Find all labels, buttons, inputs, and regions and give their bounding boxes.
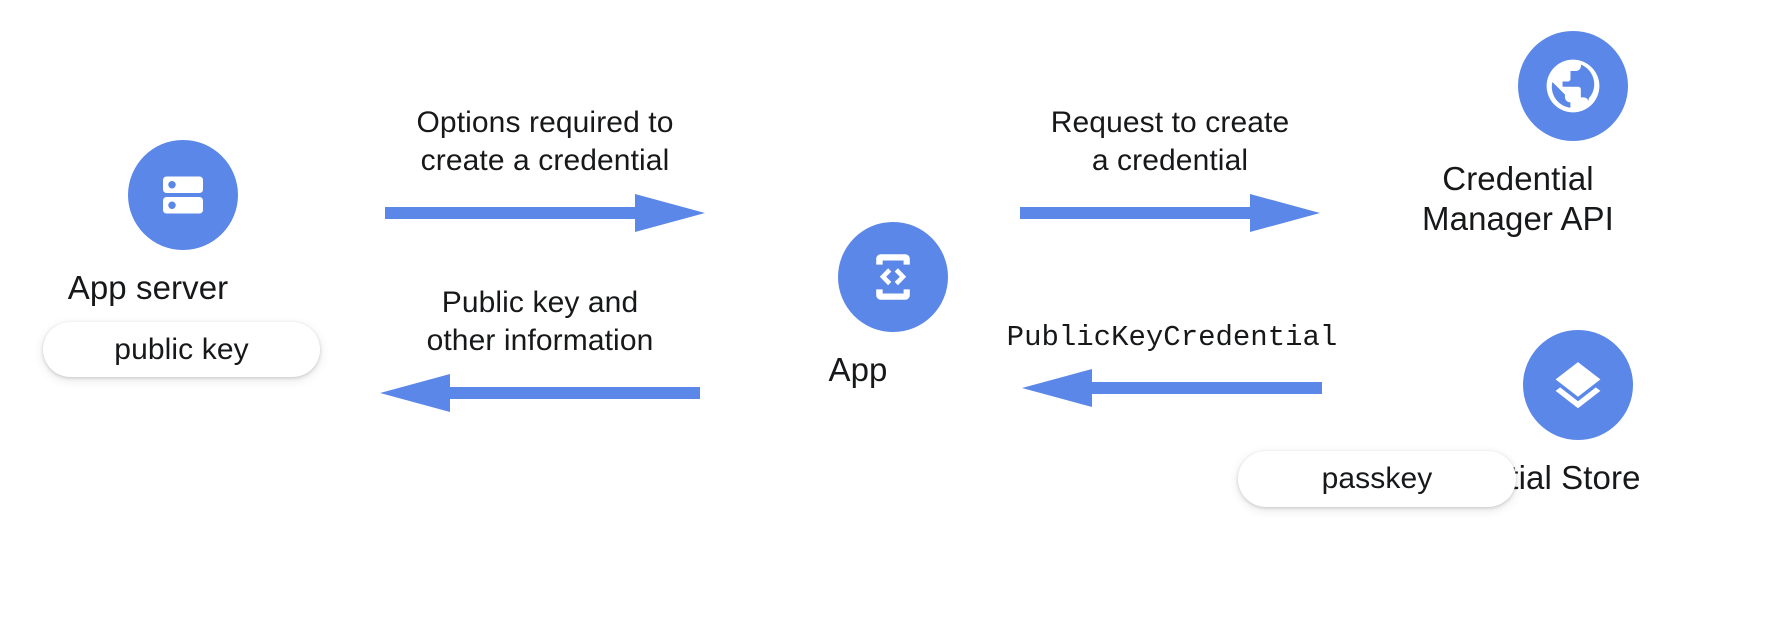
server-icon [163,176,203,214]
flow-options-required-caption: Options required to create a credential [416,106,674,177]
flow-options-required: Options required to create a credential [385,104,705,236]
globe-icon [1546,59,1600,113]
node-app: App [828,222,948,390]
chip-public-key-label: public key [114,332,249,366]
chip-passkey-label: passkey [1321,462,1433,495]
flow-public-key-back-caption: Public key and other information [426,286,654,357]
app-code-phone-icon [876,254,910,300]
arrow-left-icon [380,373,700,412]
flow-public-key-back: Public key and other information [380,284,700,416]
app-server-badge [128,140,238,250]
credential-manager-api-label: Credential Manager API [1422,160,1614,238]
app-badge [838,222,948,332]
app-server-label: App server [67,269,229,306]
credential-store-badge [1523,330,1633,440]
flow-request-to-create-caption: Request to create a credential [1050,106,1290,177]
node-app-server: App server [68,140,238,308]
node-credential-manager-api: Credential Manager API [1422,31,1628,240]
arrow-right-icon [1020,193,1320,232]
layers-icon [1555,362,1601,409]
flow-public-key-credential: PublicKeyCredential [1007,320,1337,411]
credential-manager-api-badge [1518,31,1628,141]
chip-public-key: public key [43,322,320,377]
arrow-left-icon [1022,368,1322,407]
node-credential-store: Credential Store [1400,330,1640,498]
arrow-right-icon [385,193,705,232]
flow-request-to-create: Request to create a credential [1020,104,1320,236]
flow-public-key-credential-caption: PublicKeyCredential [1006,321,1338,354]
chip-passkey: passkey [1238,451,1516,507]
app-label: App [828,351,888,388]
